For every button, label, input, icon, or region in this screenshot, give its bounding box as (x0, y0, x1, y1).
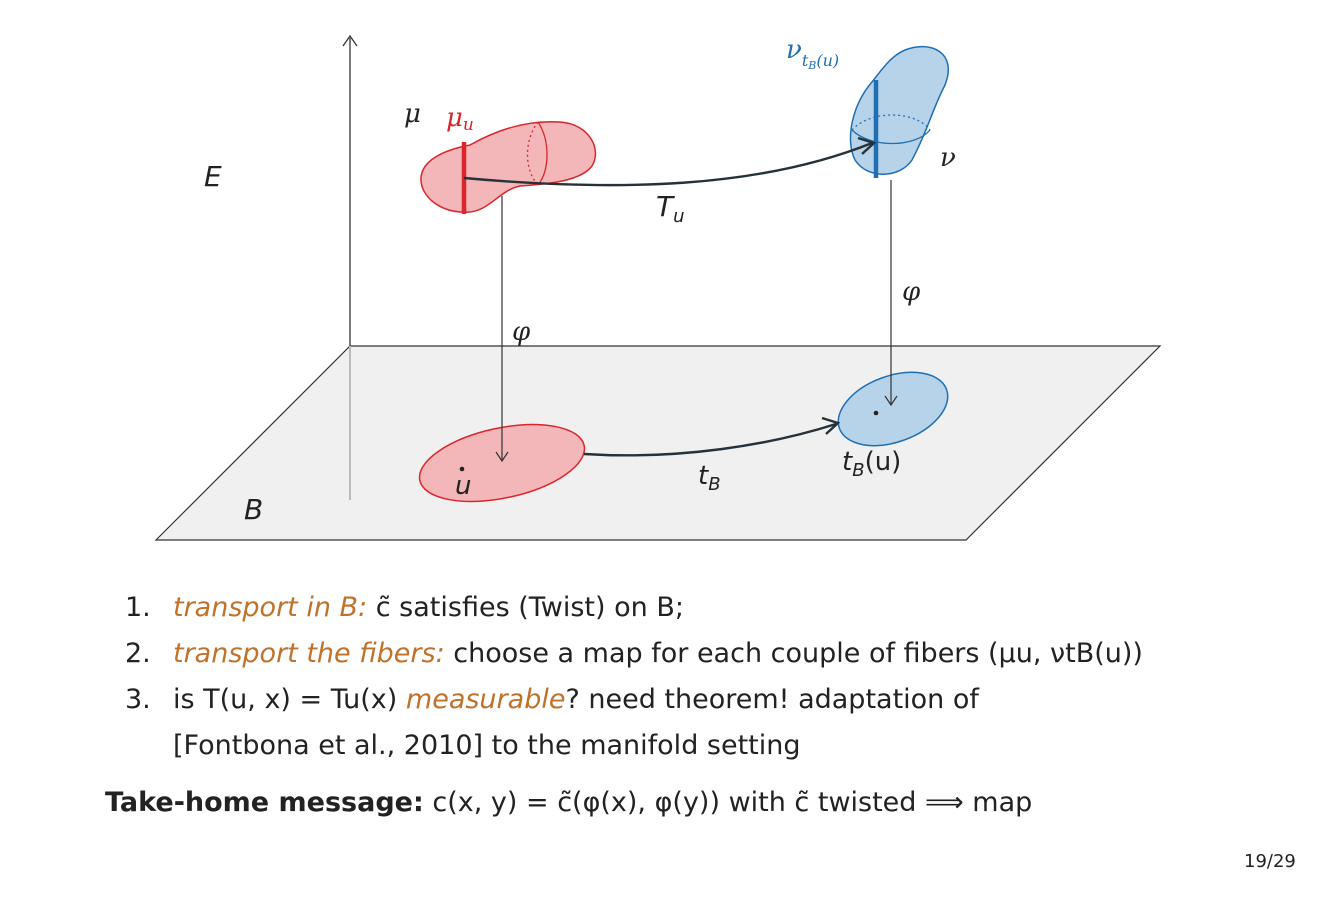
item-text: ? need theorem! adaptation of (565, 684, 979, 715)
arrow-Tu-head (857, 136, 877, 155)
item-number: 3. (125, 684, 151, 715)
red-blob-section-dotted (526, 121, 539, 186)
point-u (459, 466, 465, 472)
blue-blob-nu (849, 45, 949, 175)
steps-list: 1. transport in B: c̃ satisfies (Twist) … (125, 585, 1253, 769)
label-mu: μ (404, 99, 421, 129)
item-text: choose a map for each couple of fibers (… (453, 638, 1143, 669)
red-base-ellipse (418, 423, 586, 503)
item-pre: is T(u, x) = Tu(x) (173, 684, 398, 715)
label-nu-tb: νtB(u) (786, 35, 839, 72)
red-blob-section (537, 121, 548, 186)
item-number: 2. (125, 638, 151, 669)
blue-blob-section (851, 129, 931, 145)
blue-base-ellipse (837, 371, 949, 447)
label-u: u (455, 471, 471, 501)
takehome-label: Take-home message: (105, 787, 424, 818)
takehome-message: Take-home message: c(x, y) = c̃(φ(x), φ(… (105, 787, 1032, 818)
fiber-transport-diagram: E B μ μu ν νtB(u) Tu φ φ u tB tB(u) (154, 34, 1162, 541)
label-tB-u: tB(u) (842, 447, 901, 481)
projection-phi-left-head (495, 451, 509, 463)
item-lead: transport the fibers: (173, 638, 445, 669)
item-lead: measurable (405, 684, 566, 715)
item-text-line2: [Fontbona et al., 2010] to the manifold … (173, 730, 801, 761)
base-plane (154, 345, 1162, 541)
label-nu: ν (940, 143, 956, 173)
label-B: B (244, 493, 263, 526)
label-phi-right: φ (902, 277, 921, 307)
label-Tu: Tu (656, 190, 685, 227)
axis-arrowhead (342, 34, 358, 47)
takehome-text: c(x, y) = c̃(φ(x), φ(y)) with c̃ twisted… (432, 787, 1033, 818)
item-number: 1. (125, 592, 151, 623)
item-text: c̃ satisfies (Twist) on B; (375, 592, 684, 623)
item-lead: transport in B: (173, 592, 368, 623)
arrow-Tu (463, 141, 873, 187)
red-blob-mu (420, 120, 597, 213)
list-item: 1. transport in B: c̃ satisfies (Twist) … (125, 585, 1253, 631)
arrow-tB-head (821, 416, 841, 435)
label-E: E (204, 160, 222, 193)
list-item: 2. transport the fibers: choose a map fo… (125, 631, 1253, 677)
arrow-tB (583, 422, 837, 457)
page-number: 19/29 (1244, 851, 1296, 872)
label-tB: tB (698, 461, 721, 495)
label-phi-left: φ (512, 317, 531, 347)
point-tB-u (873, 410, 879, 416)
label-mu-u: μu (446, 103, 474, 135)
projection-phi-right-head (884, 395, 898, 407)
list-item: 3. is T(u, x) = Tu(x) measurable? need t… (125, 677, 1253, 769)
